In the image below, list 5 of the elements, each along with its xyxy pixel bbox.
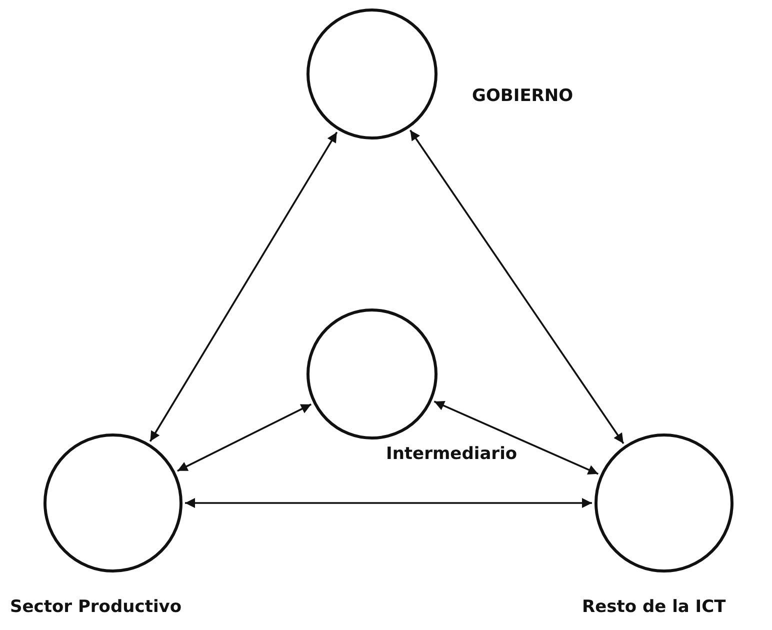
double-arrow [185,498,592,508]
double-arrow [410,130,624,444]
double-arrow [149,132,338,442]
double-arrow [434,400,598,475]
double-arrow [177,404,312,472]
